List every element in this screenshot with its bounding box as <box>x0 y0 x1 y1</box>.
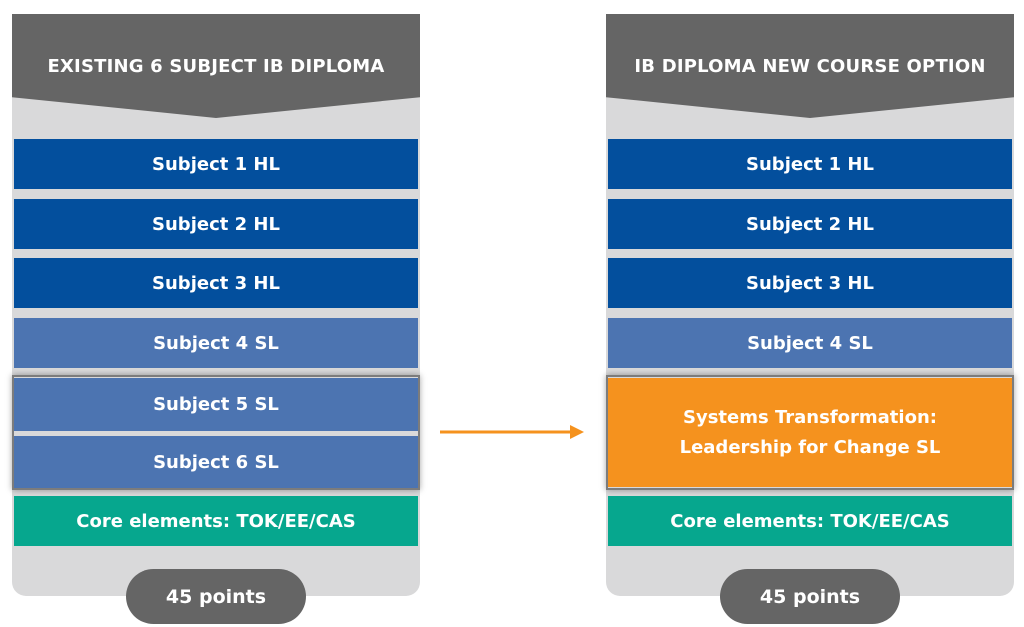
core-elements-block: Core elements: TOK/EE/CAS <box>608 496 1012 546</box>
subject-4-block: Subject 4 SL <box>608 318 1012 368</box>
subject-5-block: Subject 5 SL <box>14 378 418 431</box>
subject-4-block: Subject 4 SL <box>14 318 418 368</box>
new-course-column: IB DIPLOMA NEW COURSE OPTION Subject 1 H… <box>606 14 1014 624</box>
points-badge: 45 points <box>126 569 306 624</box>
core-elements-block: Core elements: TOK/EE/CAS <box>14 496 418 546</box>
column-title: EXISTING 6 SUBJECT IB DIPLOMA <box>47 56 385 77</box>
existing-diploma-column: EXISTING 6 SUBJECT IB DIPLOMA Subject 1 … <box>12 14 420 624</box>
subject-1-block: Subject 1 HL <box>608 139 1012 189</box>
replaced-subjects-frame: Subject 5 SL Subject 6 SL <box>12 375 420 490</box>
subject-6-block: Subject 6 SL <box>14 436 418 488</box>
points-badge: 45 points <box>720 569 900 624</box>
column-title: IB DIPLOMA NEW COURSE OPTION <box>634 56 986 77</box>
new-course-frame: Systems Transformation: Leadership for C… <box>606 375 1014 490</box>
new-course-title-line2: Leadership for Change SL <box>679 436 941 458</box>
column-header: IB DIPLOMA NEW COURSE OPTION <box>606 14 1014 118</box>
subject-1-block: Subject 1 HL <box>14 139 418 189</box>
subject-3-block: Subject 3 HL <box>608 258 1012 308</box>
subject-2-block: Subject 2 HL <box>14 199 418 249</box>
subject-3-block: Subject 3 HL <box>14 258 418 308</box>
column-header: EXISTING 6 SUBJECT IB DIPLOMA <box>12 14 420 118</box>
subject-2-block: Subject 2 HL <box>608 199 1012 249</box>
new-course-title-line1: Systems Transformation: <box>683 406 937 428</box>
arrow-right-icon <box>440 425 584 439</box>
new-course-block: Systems Transformation: Leadership for C… <box>608 378 1012 487</box>
